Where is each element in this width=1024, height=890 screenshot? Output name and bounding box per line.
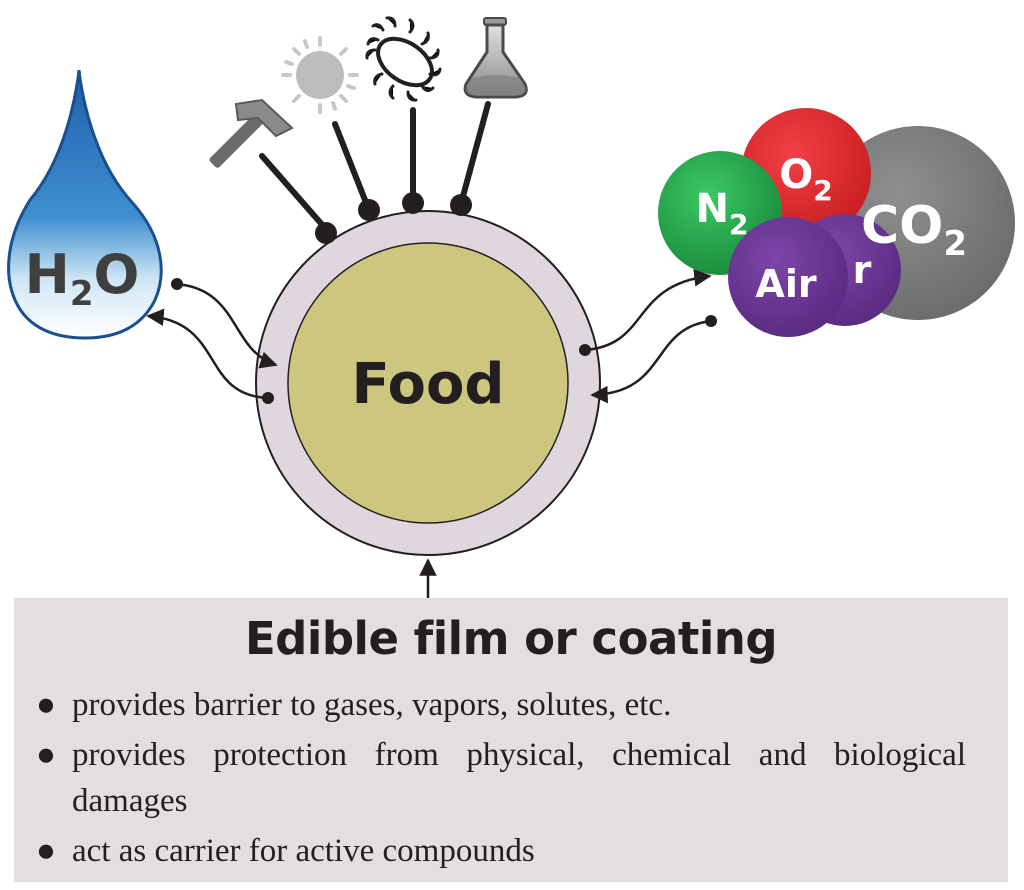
coating-info-box: Edible film or coating ●provides barrier… [14, 598, 1008, 882]
hazard-pins [259, 101, 491, 244]
gas-bubbles: CO2 O2 N2 r Air [658, 108, 1015, 337]
n2-label: N2 [696, 186, 749, 241]
food-label: Food [351, 352, 504, 417]
hammer-icon [209, 98, 294, 168]
water-exchange-arrows [146, 278, 278, 404]
air-label: Air [755, 262, 816, 306]
bullet-icon: ● [36, 687, 56, 723]
bullet-icon: ● [36, 833, 56, 869]
info-bullet-list: ●provides barrier to gases, vapors, solu… [36, 682, 966, 878]
food-core [287, 242, 569, 524]
gas-exchange-arrows [579, 269, 717, 404]
list-item: ●provides barrier to gases, vapors, solu… [36, 682, 966, 728]
info-title: Edible film or coating [244, 612, 778, 665]
list-item: ●act as carrier for active compounds [36, 828, 966, 874]
water-drop-label: H2O [25, 243, 140, 314]
air-partial-label: r [853, 248, 872, 292]
water-drop: H2O [7, 69, 163, 340]
sun-icon [281, 36, 359, 114]
air-bubble-front [728, 217, 848, 337]
flask-icon [463, 17, 528, 99]
bullet-icon: ● [36, 737, 56, 773]
co2-label: CO2 [861, 196, 967, 264]
list-item: ●provides protection from physical, chem… [36, 732, 966, 824]
o2-label: O2 [779, 152, 833, 207]
bacteria-icon [365, 16, 442, 102]
